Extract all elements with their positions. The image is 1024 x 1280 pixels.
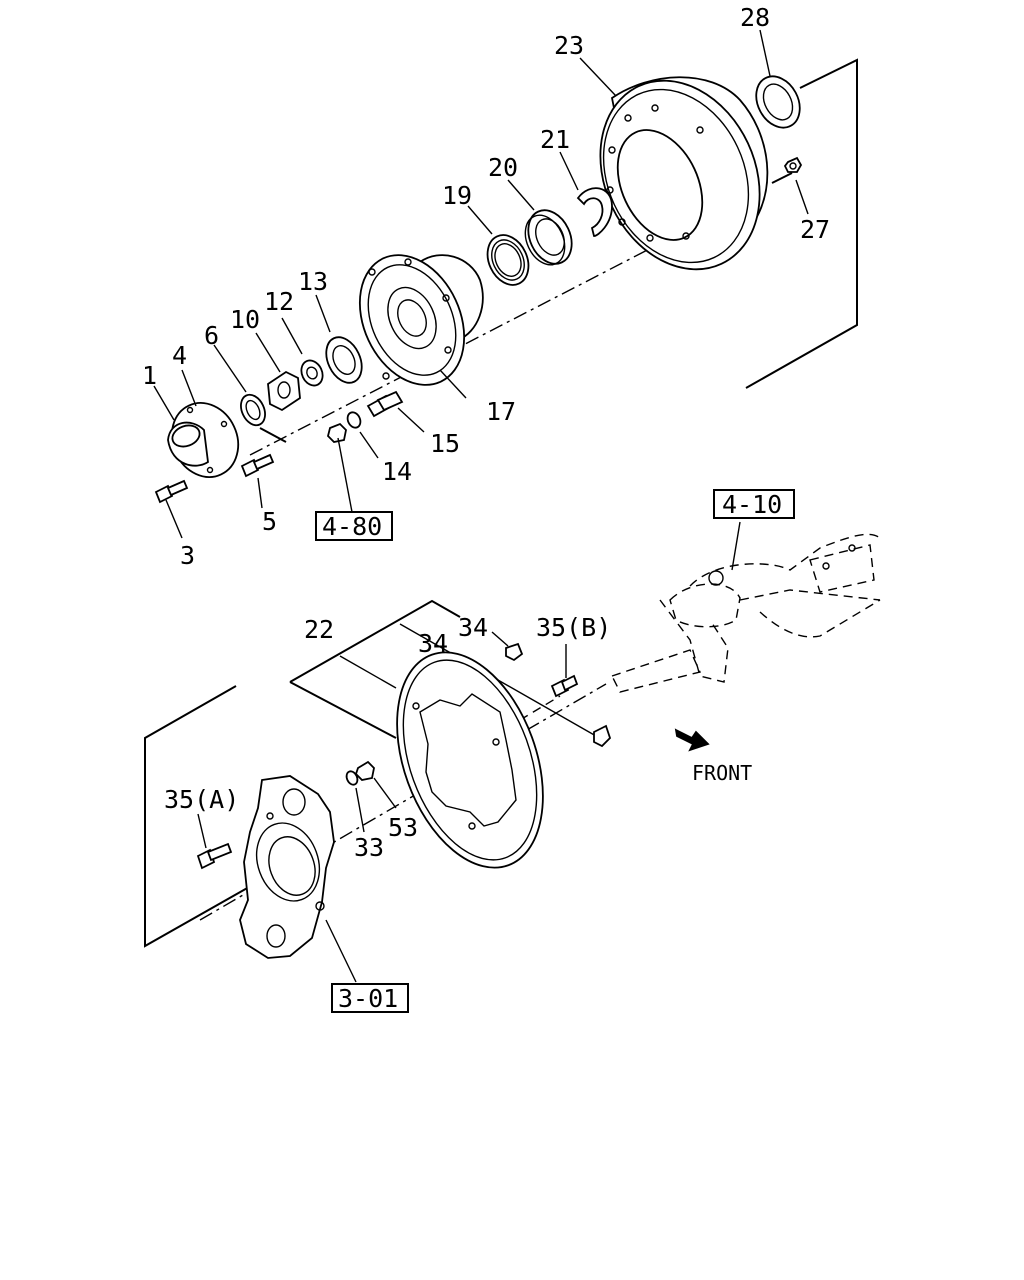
part-21-snap-ring[interactable] xyxy=(576,187,613,237)
ref-4-80-label: 4-80 xyxy=(322,512,382,541)
callout-1: 1 xyxy=(142,361,157,390)
part-28-seal[interactable] xyxy=(748,69,809,135)
callout-10: 10 xyxy=(230,305,260,334)
callout-35a: 35(A) xyxy=(164,785,239,814)
callout-27: 27 xyxy=(800,215,830,244)
callout-35b: 35(B) xyxy=(536,613,611,642)
hub-axis-line xyxy=(249,227,691,456)
lower-leader-lines xyxy=(197,521,741,983)
part-10-hub-nut[interactable] xyxy=(267,370,301,412)
part-6-gasket[interactable] xyxy=(236,391,269,429)
part-20-bearing[interactable] xyxy=(518,203,580,271)
lower-axis-line xyxy=(199,683,607,921)
callout-33: 33 xyxy=(354,833,384,862)
callout-4: 4 xyxy=(172,341,187,370)
callout-23: 23 xyxy=(554,31,584,60)
part-12-washer[interactable] xyxy=(297,357,326,389)
part-13-bearing[interactable] xyxy=(319,331,368,388)
callout-20: 20 xyxy=(488,153,518,182)
axle-knuckle-assembly[interactable] xyxy=(611,533,881,693)
lower-frame-line-a xyxy=(289,599,461,683)
ref-box-4-10[interactable]: 4-10 xyxy=(713,489,795,519)
part-22-dust-cover[interactable] xyxy=(370,632,571,888)
upper-leader-lines xyxy=(153,29,809,539)
part-14-washer[interactable] xyxy=(345,410,363,430)
upper-frame-line xyxy=(745,58,858,389)
callout-17: 17 xyxy=(486,397,516,426)
part-34-clip-upper[interactable] xyxy=(505,642,524,662)
part-3-bolt[interactable] xyxy=(154,479,189,504)
ref-3-01-label: 3-01 xyxy=(338,984,398,1013)
part-17-wheel-hub[interactable] xyxy=(340,238,484,402)
callout-22: 22 xyxy=(304,615,334,644)
callout-21: 21 xyxy=(540,125,570,154)
part-1-hub-cap[interactable] xyxy=(167,421,209,467)
part-27-nut[interactable] xyxy=(783,156,803,173)
part-19-bearing[interactable] xyxy=(480,228,536,291)
callout-3: 3 xyxy=(180,541,195,570)
callout-28: 28 xyxy=(740,3,770,32)
part-33-washer[interactable] xyxy=(345,770,360,787)
ref-box-3-01[interactable]: 3-01 xyxy=(331,983,409,1013)
callout-5: 5 xyxy=(262,507,277,536)
callout-53: 53 xyxy=(388,813,418,842)
lower-frame-line-c xyxy=(144,685,273,948)
callout-14: 14 xyxy=(382,457,412,486)
callout-34-lower: 34 xyxy=(418,629,448,658)
hub-frame-line xyxy=(259,427,287,443)
drum-frame-link xyxy=(771,172,793,184)
ref-4-80-nut[interactable] xyxy=(327,422,347,443)
part-35b-bolt[interactable] xyxy=(550,674,579,698)
callout-15: 15 xyxy=(430,429,460,458)
bolt-35b-axis xyxy=(519,695,561,721)
part-53-nut[interactable] xyxy=(354,760,375,781)
front-arrow-icon xyxy=(674,728,710,752)
front-label: FRONT xyxy=(692,761,752,785)
ref-box-4-80[interactable]: 4-80 xyxy=(315,511,393,541)
part-15-hub-bolt[interactable] xyxy=(366,390,404,418)
part-5-bolt[interactable] xyxy=(240,453,275,478)
callout-34-upper: 34 xyxy=(458,613,488,642)
part-35a-bolt[interactable] xyxy=(196,842,233,870)
lower-frame-line-b xyxy=(289,681,397,739)
part-34-clip-lower[interactable] xyxy=(593,724,612,748)
callout-6: 6 xyxy=(204,321,219,350)
callout-12: 12 xyxy=(264,287,294,316)
part-3-01-anchor-plate[interactable] xyxy=(239,775,335,959)
callout-19: 19 xyxy=(442,181,472,210)
callout-13: 13 xyxy=(298,267,328,296)
ref-4-10-label: 4-10 xyxy=(722,490,782,519)
